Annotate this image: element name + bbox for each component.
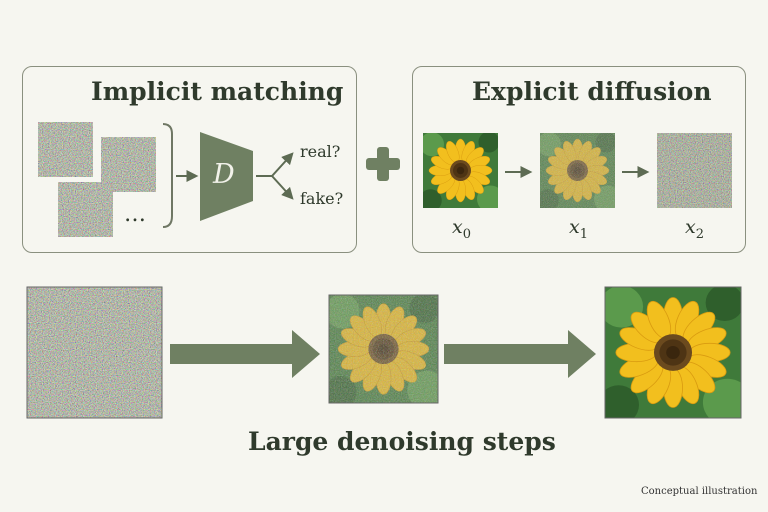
explicit-diffusion-title: Explicit diffusion xyxy=(472,77,712,106)
pure-noise-image xyxy=(26,286,163,419)
discriminator-label: D xyxy=(213,159,235,190)
fork-arrow-fake xyxy=(271,175,294,200)
big-arrow-2 xyxy=(444,330,596,378)
large-denoising-steps-caption: Large denoising steps xyxy=(248,427,556,456)
discriminator-block xyxy=(200,132,253,221)
ellipsis-label: … xyxy=(124,202,146,227)
noise-x2 xyxy=(657,133,732,208)
noise-sample-3 xyxy=(58,182,113,237)
noise-sample-1 xyxy=(38,122,93,177)
explicit-diffusion-panel xyxy=(412,66,746,253)
conceptual-illustration-note: Conceptual illustration xyxy=(641,486,758,497)
implicit-matching-panel xyxy=(22,66,357,253)
bracket-shape xyxy=(162,123,173,228)
plus-icon xyxy=(366,147,400,181)
sunflower-final-image xyxy=(604,286,742,419)
step-label-x0: x0 xyxy=(452,216,471,242)
big-arrow-1 xyxy=(170,330,320,378)
implicit-matching-title: Implicit matching xyxy=(91,77,344,106)
step-label-x1: x1 xyxy=(569,216,588,242)
step-label-x2: x2 xyxy=(685,216,704,242)
fake-label: fake? xyxy=(300,189,344,208)
sunflower-noisy-x1 xyxy=(540,133,615,208)
real-label: real? xyxy=(300,142,341,161)
sunflower-partially-denoised xyxy=(328,294,439,404)
